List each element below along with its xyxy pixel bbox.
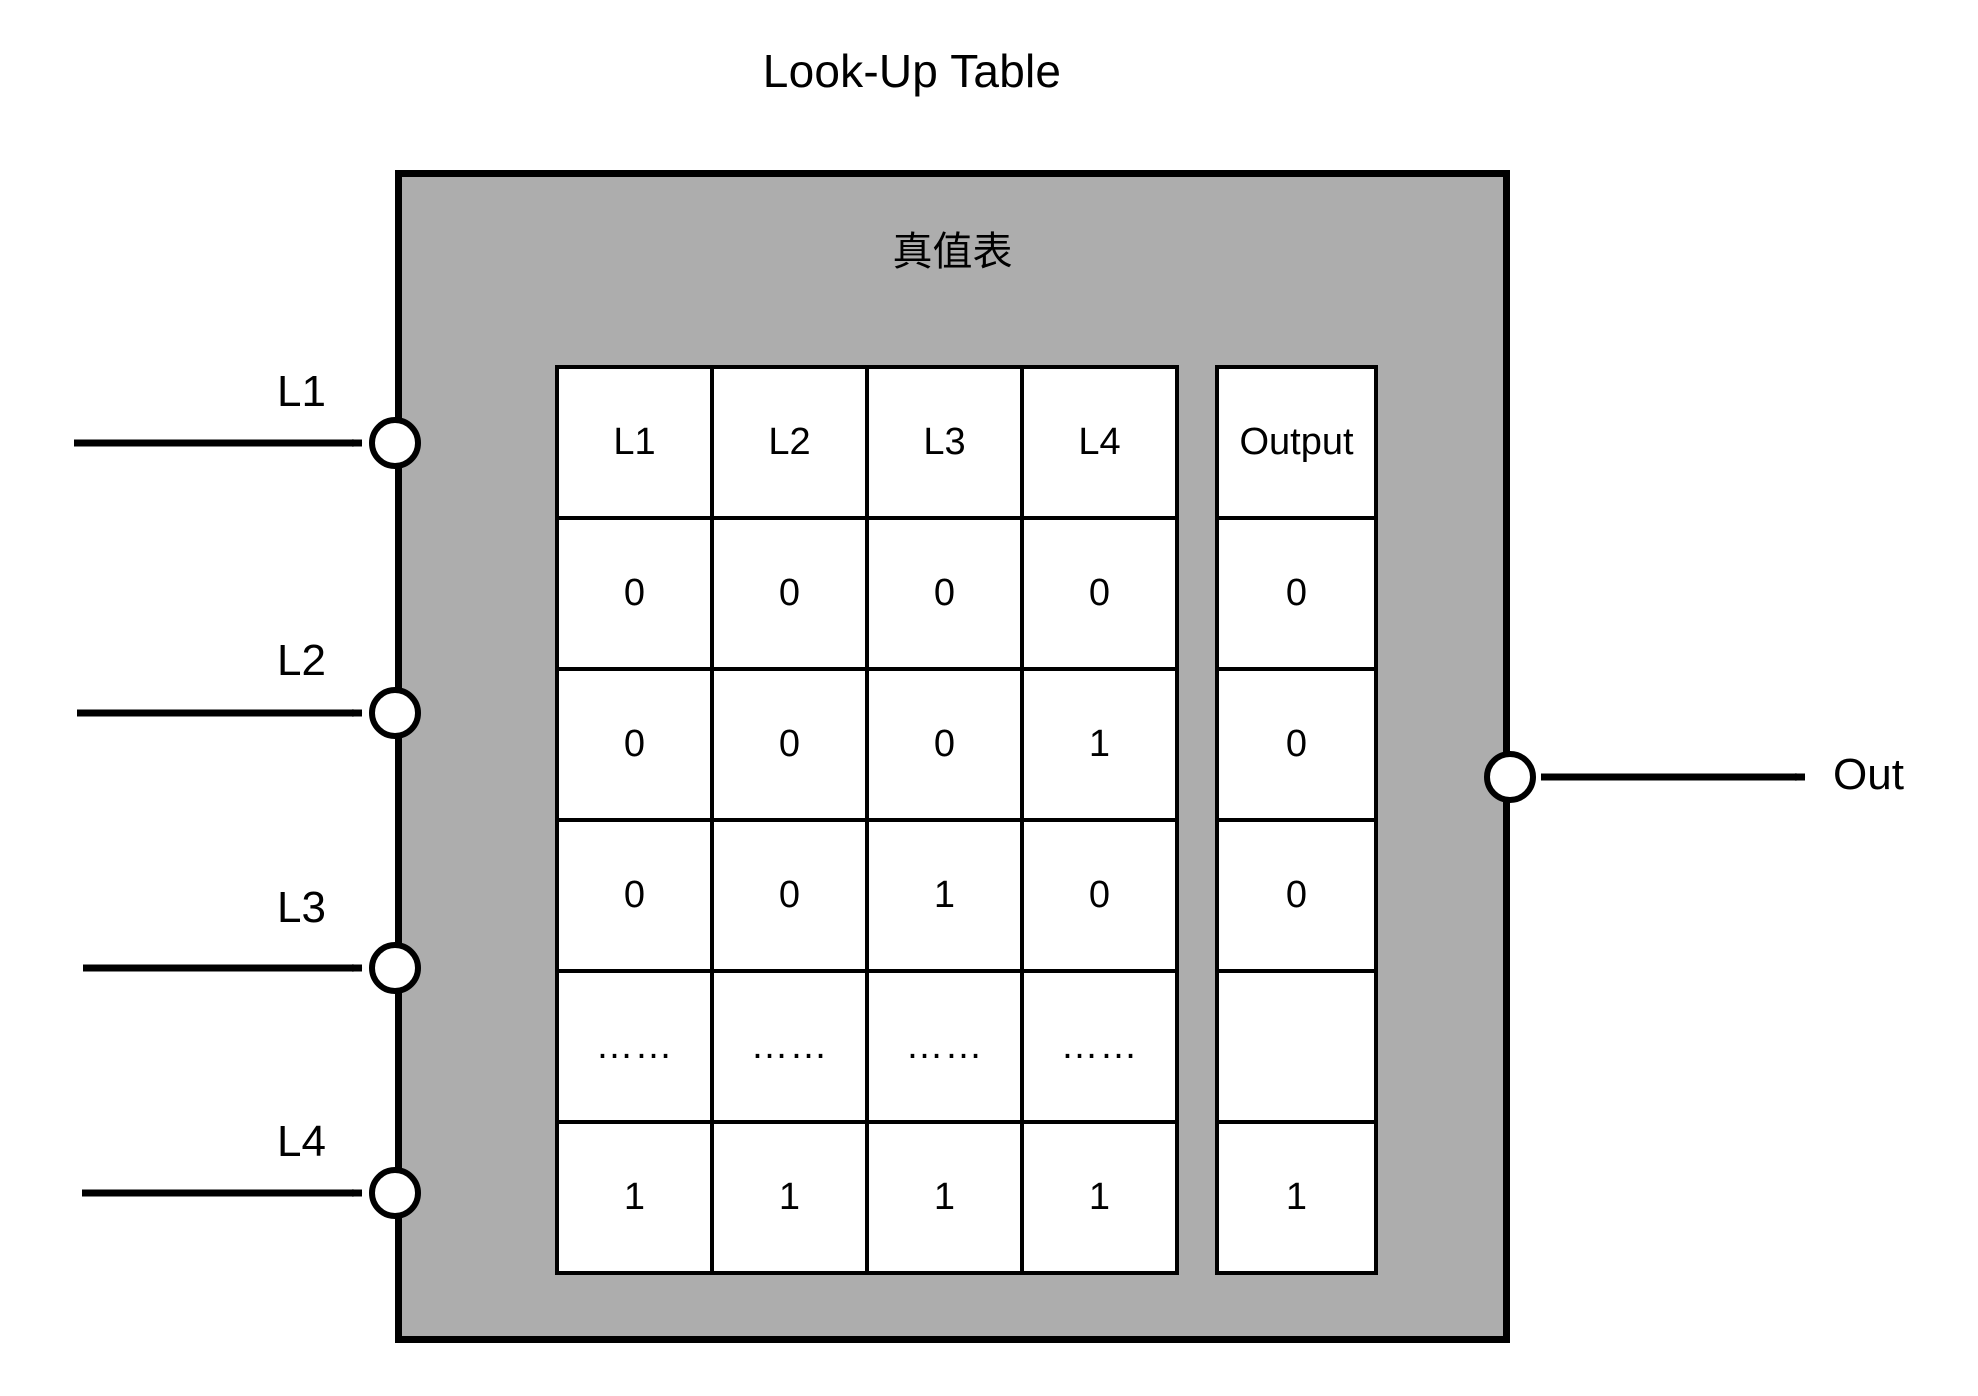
cell-output: 0: [1215, 818, 1378, 973]
table-header-row: L1 L2 L3 L4: [555, 365, 1179, 520]
cell-l4: 0: [1020, 516, 1179, 671]
table-row: 0 0 0 1: [555, 667, 1179, 822]
truth-table-output: Output 0 0 0 1: [1215, 365, 1378, 1275]
table-row: 1: [1215, 1120, 1378, 1275]
column-header-l2: L2: [710, 365, 869, 520]
cell-l1: 0: [555, 667, 714, 822]
column-header-output: Output: [1215, 365, 1378, 520]
output-port-out[interactable]: [1484, 751, 1536, 803]
signal-label-l2: L2: [277, 636, 326, 685]
table-row: 0 0 1 0: [555, 818, 1179, 973]
truth-table-inputs: L1 L2 L3 L4 0 0 0 0 0 0 0 1 0 0 1 0: [555, 365, 1179, 1275]
cell-l1: 1: [555, 1120, 714, 1275]
table-row: 0: [1215, 516, 1378, 671]
cell-l1: ……: [555, 969, 714, 1124]
page-title: Look-Up Table: [0, 48, 1978, 94]
cell-l2: 0: [710, 818, 869, 973]
table-row: 0: [1215, 818, 1378, 973]
page-title-text: Look-Up Table: [762, 45, 1062, 97]
input-port-l2[interactable]: [369, 687, 421, 739]
cell-output: [1215, 969, 1378, 1124]
cell-l3: 1: [865, 818, 1024, 973]
cell-l3: ……: [865, 969, 1024, 1124]
column-header-l4: L4: [1020, 365, 1179, 520]
input-port-l1[interactable]: [369, 417, 421, 469]
cell-output: 0: [1215, 667, 1378, 822]
cell-l2: 0: [710, 516, 869, 671]
cell-l2: ……: [710, 969, 869, 1124]
cell-l2: 1: [710, 1120, 869, 1275]
table-header-row: Output: [1215, 365, 1378, 520]
signal-label-out: Out: [1833, 750, 1904, 799]
signal-label-l3: L3: [277, 883, 326, 932]
signal-label-l1: L1: [277, 367, 326, 416]
table-row: 0 0 0 0: [555, 516, 1179, 671]
cell-l3: 0: [865, 667, 1024, 822]
table-row: 0: [1215, 667, 1378, 822]
table-row: 1 1 1 1: [555, 1120, 1179, 1275]
table-row-ellipsis: [1215, 969, 1378, 1124]
input-port-l3[interactable]: [369, 942, 421, 994]
cell-l4: ……: [1020, 969, 1179, 1124]
cell-l3: 1: [865, 1120, 1024, 1275]
cell-output: 1: [1215, 1120, 1378, 1275]
cell-l1: 0: [555, 818, 714, 973]
cell-l4: 0: [1020, 818, 1179, 973]
column-header-l3: L3: [865, 365, 1024, 520]
cell-l1: 0: [555, 516, 714, 671]
signal-label-l4: L4: [277, 1117, 326, 1166]
cell-l3: 0: [865, 516, 1024, 671]
column-header-l1: L1: [555, 365, 714, 520]
cell-l2: 0: [710, 667, 869, 822]
table-row-ellipsis: …… …… …… ……: [555, 969, 1179, 1124]
input-port-l4[interactable]: [369, 1167, 421, 1219]
cell-l4: 1: [1020, 1120, 1179, 1275]
cell-l4: 1: [1020, 667, 1179, 822]
lut-caption-label: 真值表: [892, 230, 1013, 274]
cell-output: 0: [1215, 516, 1378, 671]
